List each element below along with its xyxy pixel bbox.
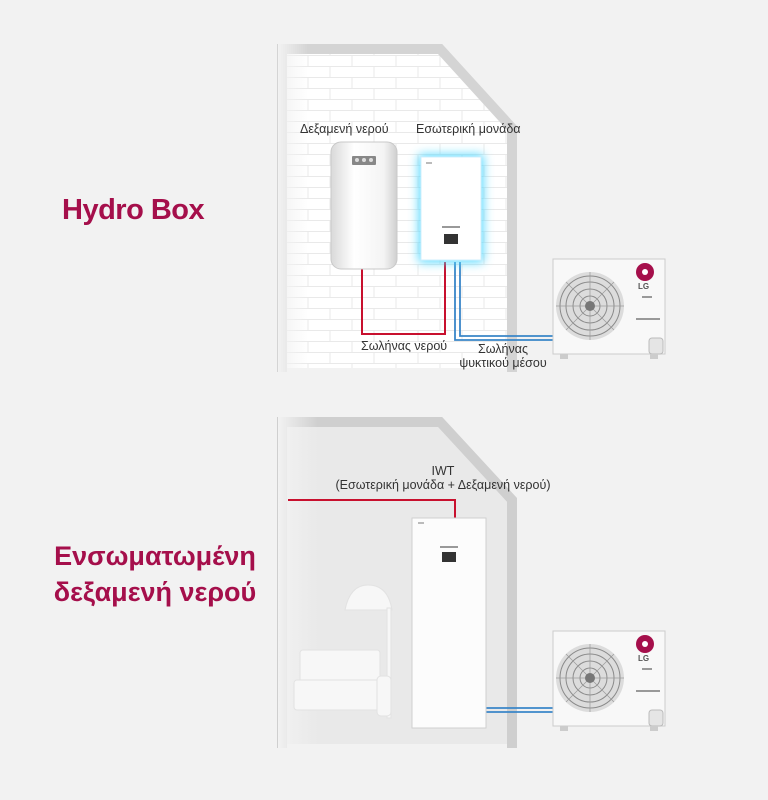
label-water-pipe: Σωλήνας νερού bbox=[361, 339, 448, 353]
refrigerant-pipe bbox=[454, 262, 556, 341]
interior-decor bbox=[293, 584, 393, 719]
outdoor-unit-brand: LG bbox=[638, 282, 650, 291]
label-indoor-unit: Εσωτερική μονάδα bbox=[416, 122, 521, 136]
outdoor-unit-2 bbox=[552, 630, 666, 731]
water-tank bbox=[330, 141, 398, 270]
water-pipe bbox=[361, 262, 446, 335]
iwt-water-pipe bbox=[288, 499, 456, 518]
iwt-unit bbox=[411, 517, 487, 729]
label-refrigerant-pipe: Σωλήνας ψυκτικού μέσου bbox=[448, 342, 558, 370]
outdoor-unit bbox=[552, 258, 666, 359]
label-iwt-title: IWT bbox=[431, 464, 455, 478]
iwt-heading-line1: Ενσωματωμένη bbox=[54, 541, 256, 571]
outdoor-unit-2-brand: LG bbox=[638, 654, 650, 663]
label-iwt: IWT (Εσωτερική μονάδα + Δεξαμενή νερού) bbox=[318, 464, 568, 492]
label-water-tank: Δεξαμενή νερού bbox=[300, 122, 389, 136]
label-refrigerant-pipe-line2: ψυκτικού μέσου bbox=[459, 356, 547, 370]
label-iwt-detail: (Εσωτερική μονάδα + Δεξαμενή νερού) bbox=[335, 478, 551, 492]
hydrobox-heading: Hydro Box bbox=[62, 194, 205, 226]
indoor-unit bbox=[418, 154, 484, 263]
iwt-heading-line2: δεξαμενή νερού bbox=[53, 577, 257, 607]
label-refrigerant-pipe-line1: Σωλήνας bbox=[478, 342, 528, 356]
iwt-heading: Ενσωματωμένη δεξαμενή νερού bbox=[30, 538, 280, 610]
iwt-refrigerant-pipe bbox=[484, 707, 556, 713]
